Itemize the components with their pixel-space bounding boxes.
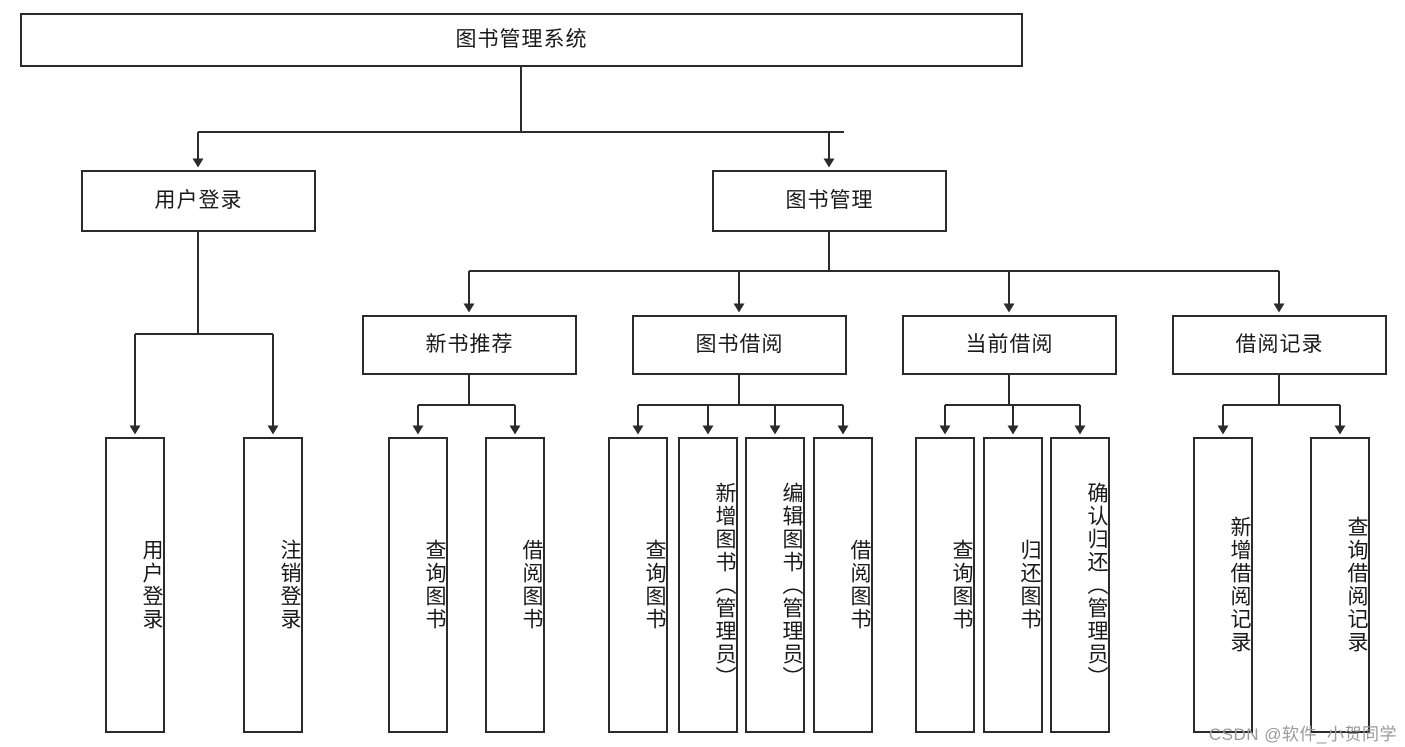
leaf-query-borrow-record[interactable]: 查询借阅记录 — [1310, 437, 1370, 733]
node-user-login[interactable]: 用户登录 — [81, 170, 316, 232]
leaf-borrow-books-borrowing[interactable]: 借阅图书 — [813, 437, 873, 733]
node-book-management[interactable]: 图书管理 — [712, 170, 947, 232]
leaf-confirm-return-admin[interactable]: 确认归还（管理员） — [1050, 437, 1110, 733]
leaf-query-books-recommend[interactable]: 查询图书 — [388, 437, 448, 733]
leaf-edit-book-admin[interactable]: 编辑图书（管理员） — [745, 437, 805, 733]
node-label: 借阅图书 — [848, 539, 871, 631]
node-label: 查询图书 — [950, 539, 973, 631]
node-current-borrowing[interactable]: 当前借阅 — [902, 315, 1117, 375]
node-label: 确认归还（管理员） — [1085, 481, 1108, 689]
node-label: 借阅记录 — [1235, 332, 1324, 356]
node-borrow-records[interactable]: 借阅记录 — [1172, 315, 1387, 375]
node-label: 当前借阅 — [965, 332, 1054, 356]
node-label: 新增借阅记录 — [1228, 516, 1251, 654]
node-label: 借阅图书 — [520, 539, 543, 631]
node-label: 新增图书（管理员） — [713, 481, 736, 689]
leaf-query-books-borrowing[interactable]: 查询图书 — [608, 437, 668, 733]
node-label: 查询借阅记录 — [1345, 516, 1368, 654]
leaf-borrow-books-recommend[interactable]: 借阅图书 — [485, 437, 545, 733]
leaf-add-borrow-record[interactable]: 新增借阅记录 — [1193, 437, 1253, 733]
leaf-user-login[interactable]: 用户登录 — [105, 437, 165, 733]
leaf-query-books-current[interactable]: 查询图书 — [915, 437, 975, 733]
node-book-borrowing[interactable]: 图书借阅 — [632, 315, 847, 375]
node-label: 编辑图书（管理员） — [780, 481, 803, 689]
node-label: 用户登录 — [154, 188, 243, 212]
leaf-logout[interactable]: 注销登录 — [243, 437, 303, 733]
leaf-add-book-admin[interactable]: 新增图书（管理员） — [678, 437, 738, 733]
leaf-return-books[interactable]: 归还图书 — [983, 437, 1043, 733]
node-label: 注销登录 — [278, 539, 301, 631]
node-label: 查询图书 — [423, 539, 446, 631]
node-label: 归还图书 — [1018, 539, 1041, 631]
node-label: 用户登录 — [140, 539, 163, 631]
node-label: 图书管理 — [785, 188, 874, 212]
node-new-book-recommendation[interactable]: 新书推荐 — [362, 315, 577, 375]
node-label: 新书推荐 — [425, 332, 514, 356]
node-root[interactable]: 图书管理系统 — [20, 13, 1023, 67]
node-label: 查询图书 — [643, 539, 666, 631]
node-label: 图书管理系统 — [455, 27, 588, 51]
watermark: CSDN @软件_小贺同学 — [1208, 725, 1397, 744]
node-label: 图书借阅 — [695, 332, 784, 356]
